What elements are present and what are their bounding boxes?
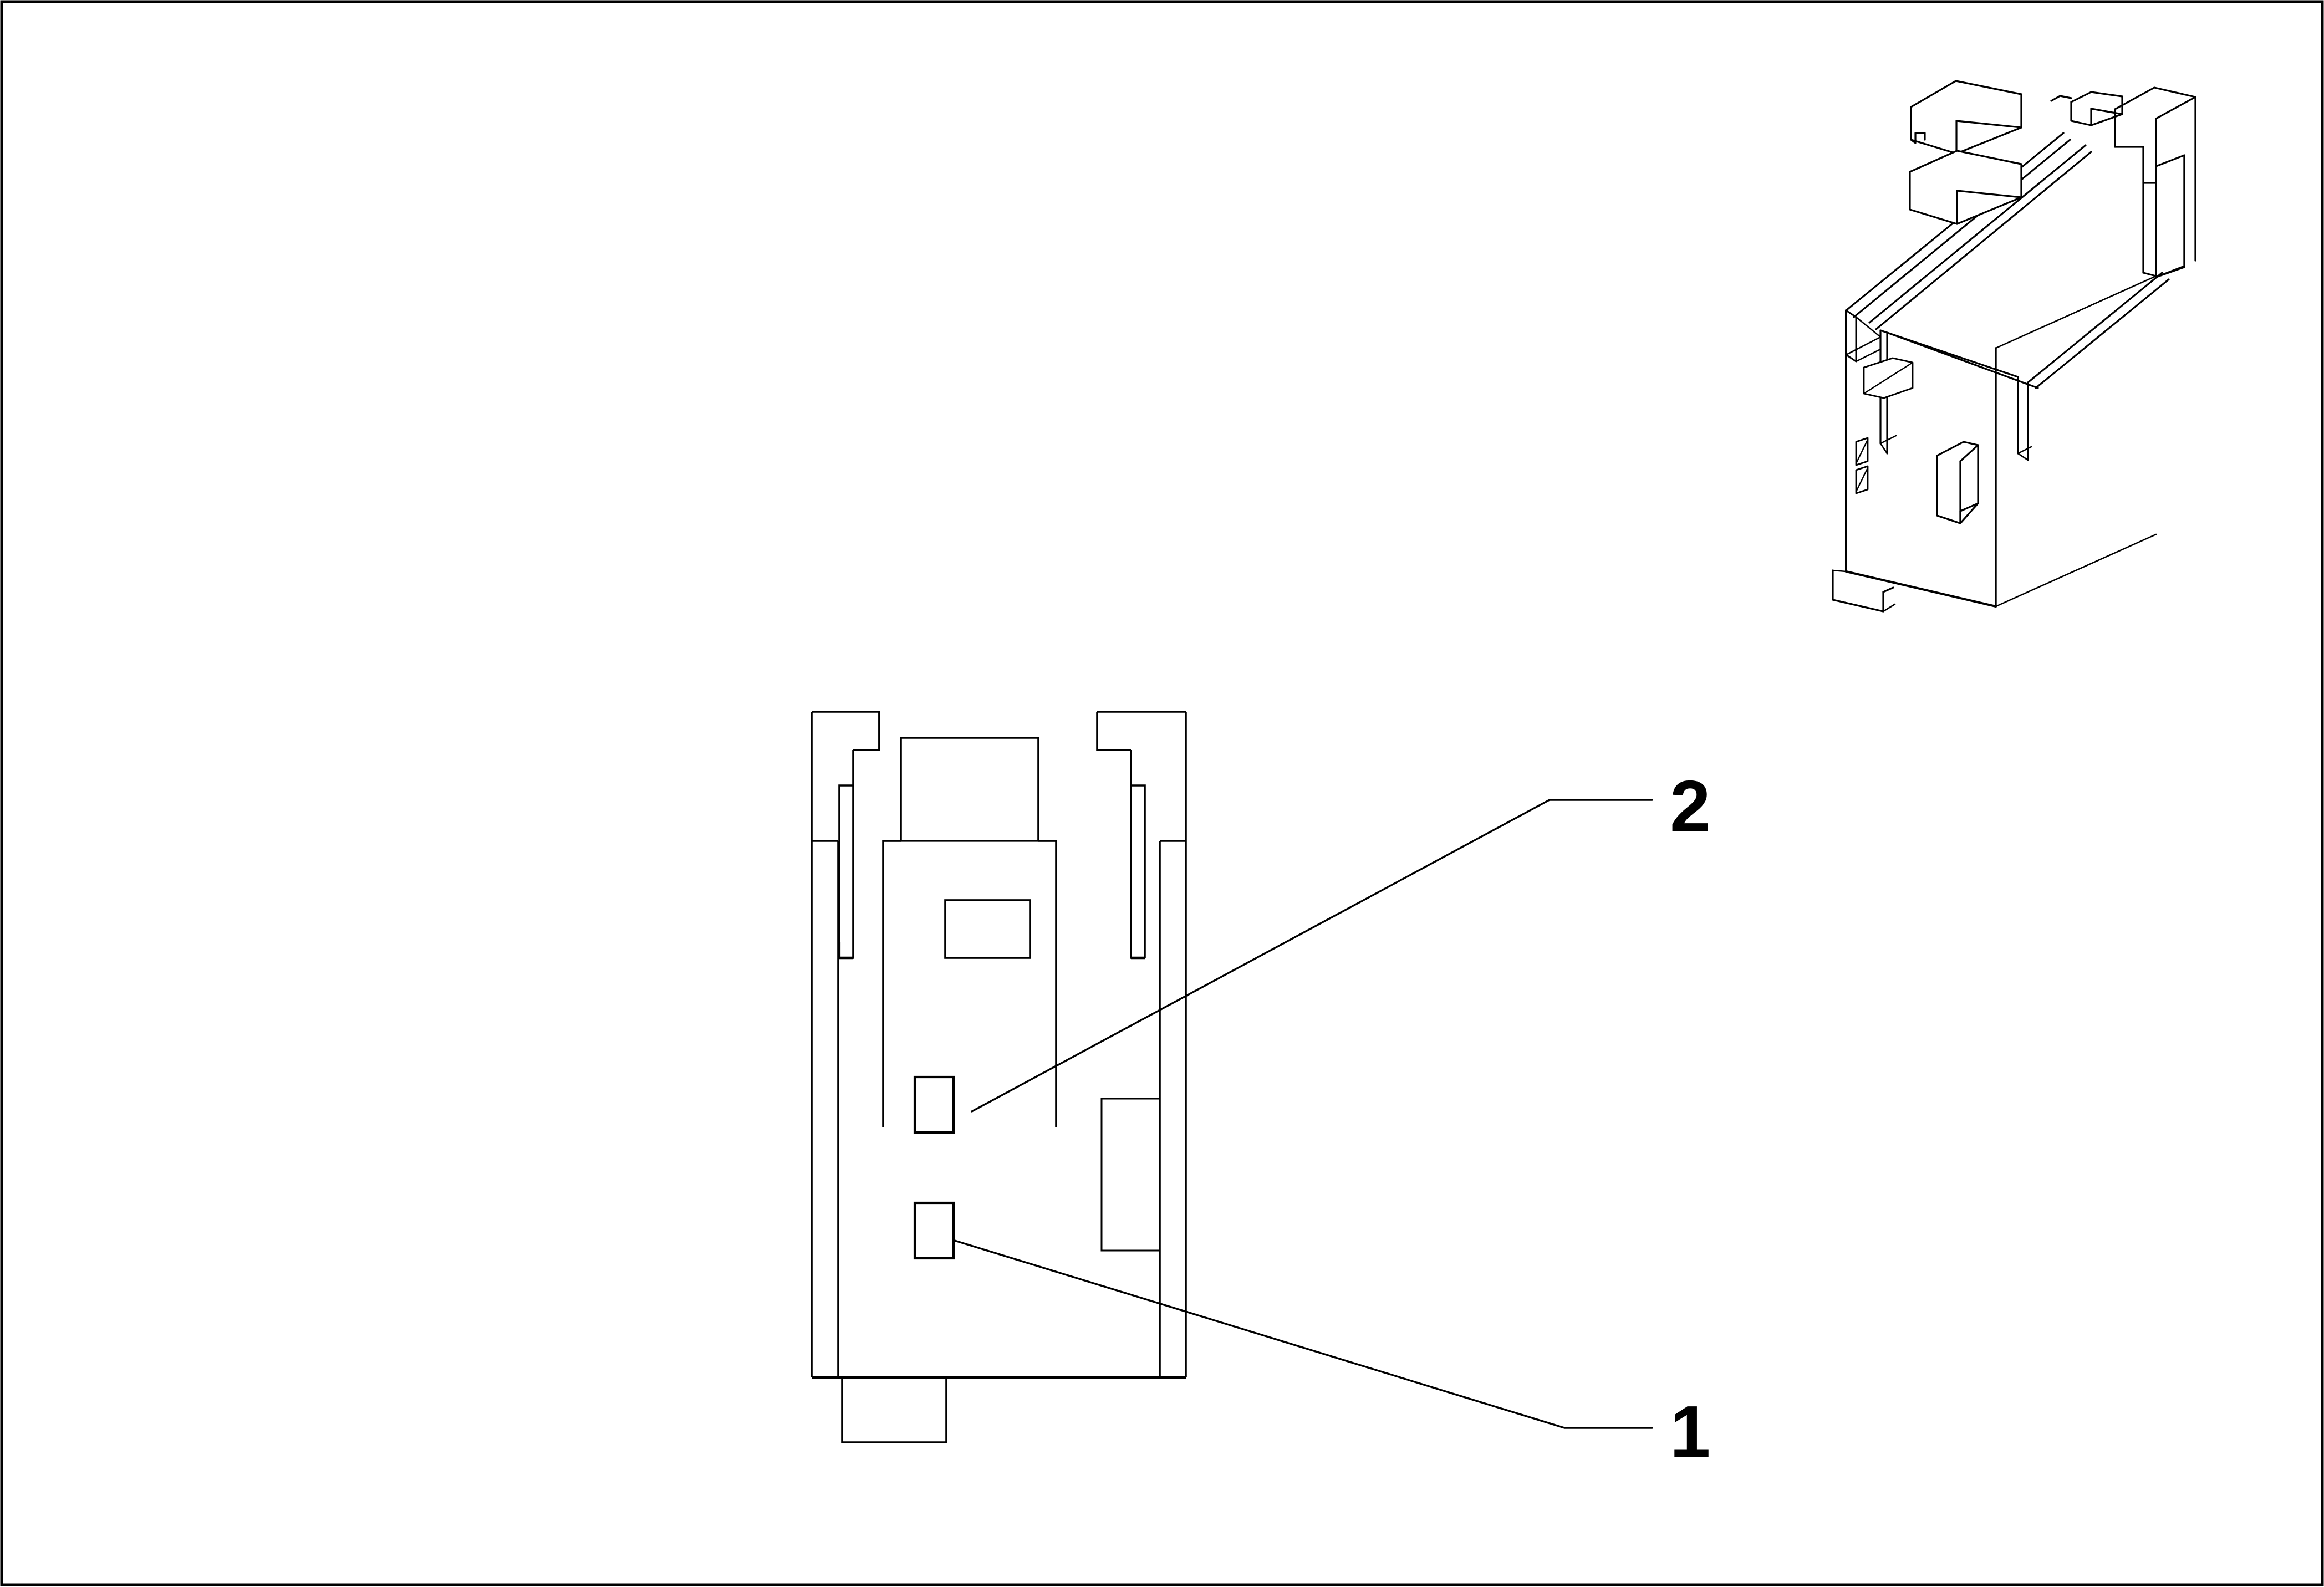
iso-small-key-block [2050,91,2123,126]
front-body-outline [812,840,1186,1379]
front-view [811,711,1187,1443]
front-latch-arm-right [1130,784,1146,960]
iso-end-post [2114,86,2196,278]
front-terminal-cavity-1 [913,1201,955,1260]
iso-bottom-tab [1832,569,1896,613]
iso-key-block-lower [1909,150,2022,225]
leader-line-2 [971,799,1653,1113]
iso-terminal-cavity-2 [1855,437,1869,466]
iso-terminal-cavity-1 [1855,465,1869,494]
callout-label-2: 2 [1670,766,1710,847]
front-side-slot [1100,1098,1160,1252]
leader-line-1 [954,1239,1653,1429]
callout-label-1: 1 [1670,1391,1710,1472]
iso-back-edges [1995,275,2157,608]
iso-side-pocket [1936,441,1979,524]
front-latch-arm-left [838,784,854,960]
iso-upper-cavity [1863,357,1914,399]
callout-leaders [954,799,1653,1429]
front-center-boss [882,737,1057,1127]
front-bottom-tab [841,1377,947,1443]
front-right-wing [1096,711,1187,1377]
front-left-wing [811,711,880,1377]
front-terminal-cavity-2 [913,1075,955,1134]
front-upper-window [944,899,1031,959]
iso-key-block-upper [1910,80,2022,155]
isometric-view [1832,80,2196,613]
